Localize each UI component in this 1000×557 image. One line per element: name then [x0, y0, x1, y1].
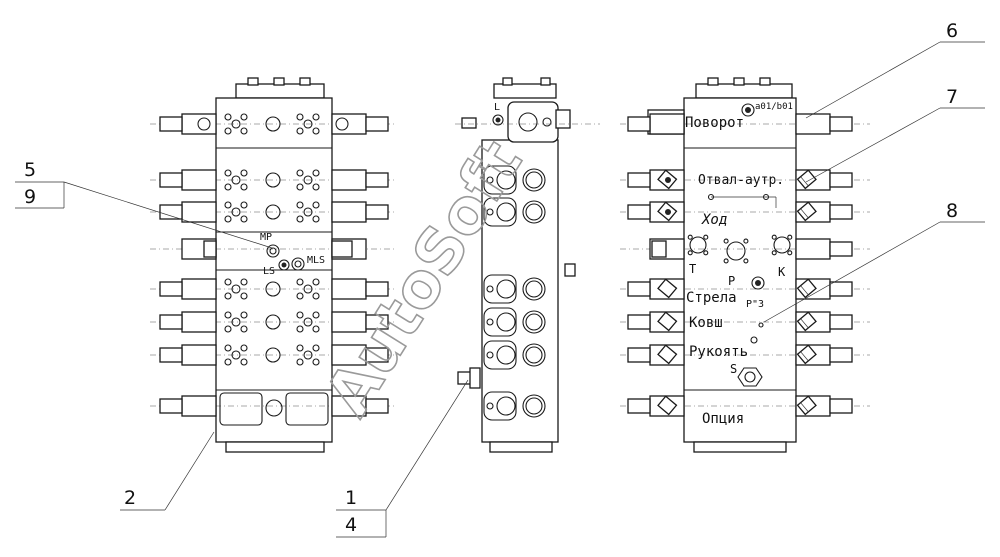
- right-view: Поворот a01/b01 Отвал-аутр. Ход T P K Ст…: [620, 77, 870, 453]
- left-view: MP LS MLS: [150, 77, 395, 453]
- callout-7: 7: [946, 86, 958, 108]
- section-travel-label: Ход: [701, 212, 727, 228]
- port-a01-b01-label: a01/b01: [755, 102, 793, 112]
- callout-2: 2: [124, 487, 136, 509]
- section-blade-label: Отвал-аутр.: [698, 173, 784, 188]
- port-p-label: P: [728, 274, 735, 288]
- section-bucket-label: Ковш: [689, 315, 723, 331]
- callout-8: 8: [946, 200, 958, 222]
- section-boom-label: Стрела: [686, 290, 737, 306]
- middle-view: L: [455, 77, 600, 453]
- port-k-label: K: [778, 265, 786, 279]
- port-t-label: T: [689, 262, 696, 276]
- port-mls-label: MLS: [307, 255, 325, 266]
- port-ls-label: LS: [263, 266, 275, 277]
- section-rotation-label: Поворот: [685, 115, 744, 131]
- section-arm-label: Рукоять: [689, 344, 748, 360]
- callout-1: 1: [345, 487, 357, 509]
- section-option-label: Опция: [702, 411, 744, 427]
- callouts: 5 9 2 1 4 6 7 8: [15, 20, 985, 538]
- callout-9: 9: [24, 186, 36, 208]
- port-l-label: L: [494, 102, 500, 113]
- port-p3-label: P"3: [746, 299, 764, 310]
- callout-4: 4: [345, 514, 357, 536]
- callout-5: 5: [24, 159, 36, 181]
- port-s-label: S: [730, 362, 737, 376]
- callout-6: 6: [946, 20, 958, 42]
- port-mp-label: MP: [260, 232, 272, 243]
